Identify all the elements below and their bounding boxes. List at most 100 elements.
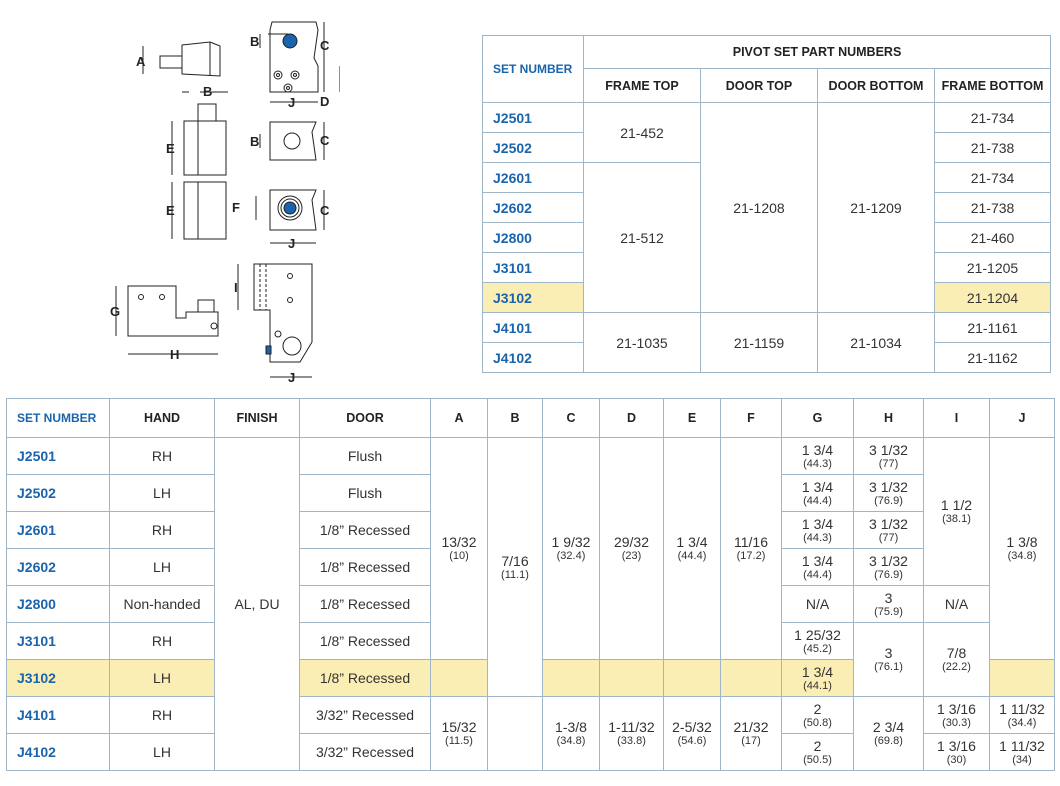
door-top-header: DOOR TOP xyxy=(700,68,818,103)
pivot-group-header: PIVOT SET PART NUMBERS xyxy=(582,35,1052,69)
h-value: 3 1/32 xyxy=(869,478,908,495)
h-value: 3 1/32 xyxy=(869,441,908,458)
frame-bottom-cell: 21-734 xyxy=(933,102,1052,133)
d-mm: (23) xyxy=(621,550,642,562)
g-mm: (44.3) xyxy=(803,531,832,544)
g-value: 1 3/4 xyxy=(801,515,834,532)
i-mm: (30.3) xyxy=(942,716,971,729)
g-mm: (45.2) xyxy=(803,642,832,655)
door-bottom-view xyxy=(269,189,317,231)
frame-bottom-header: FRAME BOTTOM xyxy=(933,68,1052,103)
i-value: N/A xyxy=(944,595,969,612)
e-cell: 1 3/4(44.4) xyxy=(663,437,721,660)
door-top-cell: 21-1159 xyxy=(700,312,818,373)
b-cell: 7/16(11.1) xyxy=(487,437,543,697)
g-mm: (44.4) xyxy=(803,494,832,507)
h-mm: (69.8) xyxy=(874,735,903,747)
hand-cell: Non-handed xyxy=(109,585,215,623)
g-cell: 1 25/32(45.2) xyxy=(781,622,854,660)
j-mm: (34.8) xyxy=(1007,550,1037,562)
frame-top-cell: 21-452 xyxy=(583,102,701,163)
g-cell: 1 3/4(44.4) xyxy=(781,548,854,586)
h-cell: 3(76.1) xyxy=(853,622,924,697)
door-cell: 1/8” Recessed xyxy=(299,511,431,549)
g-value: 1 25/32 xyxy=(794,626,841,643)
j-cell: 1 3/8(34.8) xyxy=(989,437,1055,660)
g-value: 2 xyxy=(813,700,822,717)
e-header: E xyxy=(663,398,721,438)
i-mm: (38.1) xyxy=(942,513,971,525)
f-header: F xyxy=(720,398,782,438)
pivot-set-number: J3101 xyxy=(482,252,584,283)
h-mm: (76.1) xyxy=(874,661,903,673)
door-cell: 1/8” Recessed xyxy=(299,585,431,623)
pivot-dimension-diagrams: A B B C D J B C E E F C J G H I J xyxy=(110,21,340,385)
hand-cell: LH xyxy=(109,659,215,697)
dim-label-b-top: B xyxy=(203,84,212,99)
b-header: B xyxy=(487,398,543,438)
i-value: 7/8 xyxy=(946,645,967,661)
f-mm: (17.2) xyxy=(736,550,766,562)
g-cell: 1 3/4(44.4) xyxy=(781,474,854,512)
dims-set-number: J2502 xyxy=(6,474,110,512)
dims-set-number: J2602 xyxy=(6,548,110,586)
d-cell-highlighted xyxy=(599,659,664,697)
i-mm: (22.2) xyxy=(942,661,971,673)
door-cell: 1/8” Recessed xyxy=(299,659,431,697)
e-value: 1 3/4 xyxy=(676,534,708,550)
h-cell: 3(75.9) xyxy=(853,585,924,623)
g-cell: 1 3/4(44.1) xyxy=(781,659,854,697)
dim-label-b-plate: B xyxy=(250,34,259,49)
frame-bottom-side-view xyxy=(127,285,219,337)
d-value: 29/32 xyxy=(613,534,650,550)
e-cell-highlighted xyxy=(663,659,721,697)
h-value: 3 xyxy=(884,645,893,661)
hand-cell: RH xyxy=(109,696,215,734)
a-mm: (11.5) xyxy=(445,735,473,747)
door-top-cell: 21-1208 xyxy=(700,102,818,313)
dim-label-a: A xyxy=(136,54,146,69)
door-bottom-cell: 21-1209 xyxy=(817,102,935,313)
b-cell-empty xyxy=(487,696,543,771)
h-value: 3 xyxy=(884,589,893,606)
frame-bottom-cell: 21-734 xyxy=(933,162,1052,193)
j-mm: (34.4) xyxy=(1007,716,1037,729)
j-cell: 1 11/32(34) xyxy=(989,733,1055,771)
h-cell: 2 3/4(69.8) xyxy=(853,696,924,771)
g-cell: 1 3/4(44.3) xyxy=(781,437,854,475)
block-e-top xyxy=(183,103,227,176)
hand-cell: LH xyxy=(109,474,215,512)
f-mm: (17) xyxy=(741,735,761,747)
h-header: H xyxy=(853,398,924,438)
c-value: 1-3/8 xyxy=(555,719,587,735)
dim-label-i: I xyxy=(234,280,238,295)
h-value: 3 1/32 xyxy=(869,515,908,532)
j-mm: (34) xyxy=(1012,753,1032,766)
dim-label-b-mid: B xyxy=(250,134,259,149)
frame-bottom-cell: 21-1161 xyxy=(933,312,1052,343)
frame-bottom-cell: 21-460 xyxy=(933,222,1052,253)
i-value: 1 3/16 xyxy=(937,737,976,754)
frame-top-header: FRAME TOP xyxy=(583,68,701,103)
g-value: 1 3/4 xyxy=(801,441,834,458)
door-top-view xyxy=(269,121,317,161)
c-cell: 1-3/8(34.8) xyxy=(542,696,600,771)
door-bottom-cell: 21-1034 xyxy=(817,312,935,373)
dim-label-c-top: C xyxy=(320,38,330,53)
c-value: 1 9/32 xyxy=(551,534,591,550)
frame-bottom-cell: 21-738 xyxy=(933,192,1052,223)
g-value: 1 3/4 xyxy=(801,478,834,495)
a-mm: (10) xyxy=(449,550,469,562)
door-cell: 1/8” Recessed xyxy=(299,548,431,586)
dim-label-c-mid: C xyxy=(320,133,330,148)
dims-set-number: J4101 xyxy=(6,696,110,734)
dims-set-number: J3101 xyxy=(6,622,110,660)
i-cell: N/A xyxy=(923,585,990,623)
hand-cell: LH xyxy=(109,548,215,586)
c-mm: (32.4) xyxy=(556,550,586,562)
frame-bottom-cell-highlighted: 21-1204 xyxy=(933,282,1052,313)
j-header: J xyxy=(989,398,1055,438)
f-cell: 11/16(17.2) xyxy=(720,437,782,660)
i-value: 1 3/16 xyxy=(937,700,976,717)
i-cell: 1 3/16(30) xyxy=(923,733,990,771)
